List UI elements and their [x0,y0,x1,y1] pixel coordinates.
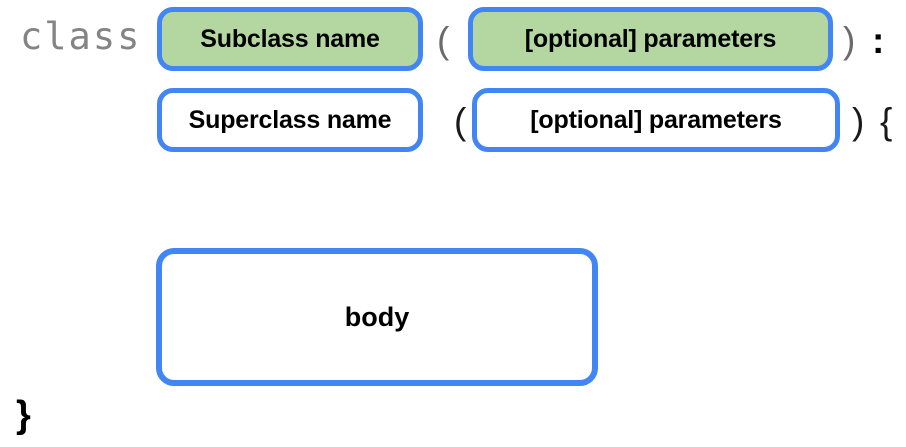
superclass-open-paren: ( [454,101,467,142]
closing-brace: } [16,394,31,436]
superclass-close-paren: ) [852,101,865,142]
subclass-name-label: Subclass name [200,24,380,53]
superclass-name-box[interactable]: Superclass name [157,88,423,152]
subclass-parameters-box[interactable]: [optional] parameters [468,7,833,71]
body-label: body [344,301,410,332]
superclass-open-brace: { [880,101,893,142]
subclass-terminator-colon: : [872,20,885,61]
superclass-parameters-box[interactable]: [optional] parameters [472,88,840,152]
body-box[interactable]: body [156,248,598,386]
superclass-name-label: Superclass name [188,105,392,134]
subclass-close-paren: ) [843,20,856,61]
subclass-parameters-label: [optional] parameters [524,24,777,53]
subclass-open-paren: ( [437,20,450,61]
subclass-name-box[interactable]: Subclass name [157,7,423,71]
superclass-parameters-label: [optional] parameters [530,105,782,134]
keyword-class: class [20,15,142,58]
